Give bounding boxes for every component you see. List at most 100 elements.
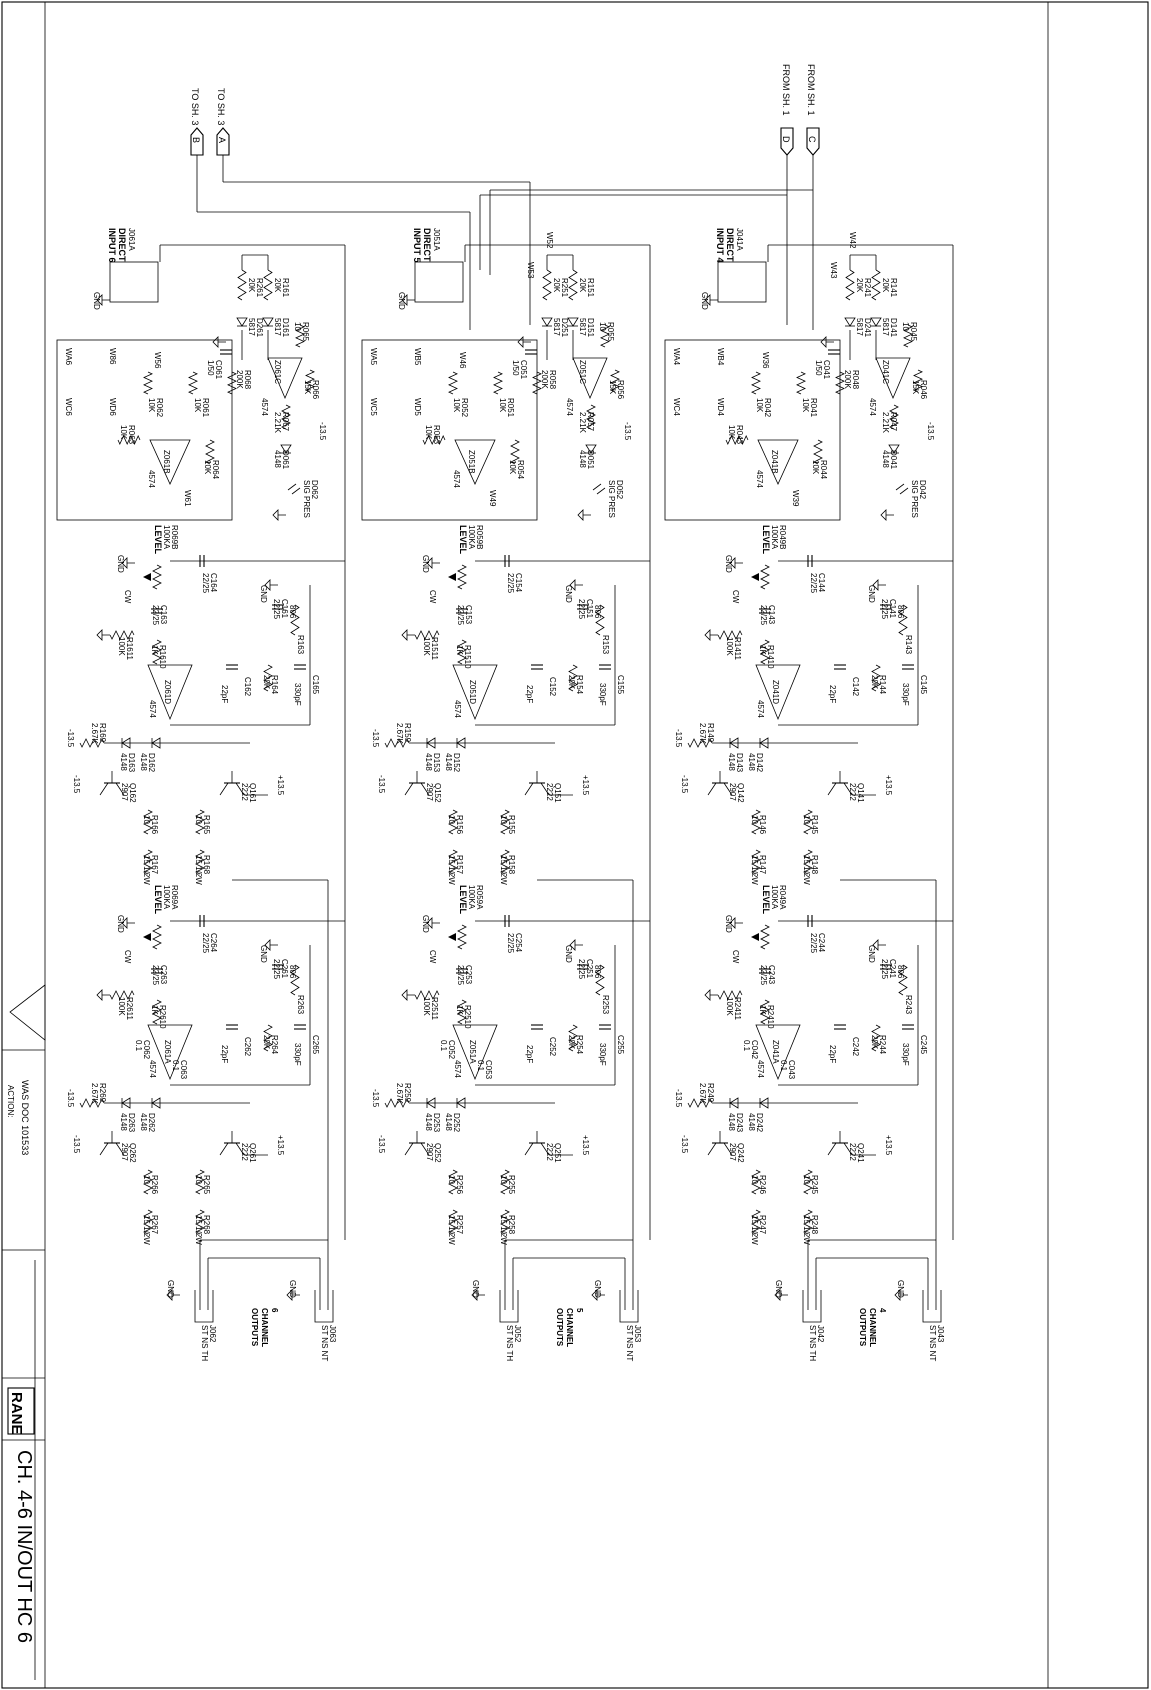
opamp-b	[149, 439, 191, 485]
c-comp-val-b: 22pF	[828, 685, 837, 703]
opamp-out-ref-b: Z041D	[771, 680, 780, 704]
resistor-gain-a	[263, 1024, 273, 1052]
r-h-ref: R042	[763, 398, 772, 418]
r-gain-val-b: 20K	[567, 675, 576, 690]
r-i-ref: R043	[735, 425, 744, 445]
level-pot-val-b: 100KA	[770, 525, 779, 550]
level-pot-a-wiper-icon	[751, 933, 759, 941]
level-label-b: LEVEL	[761, 525, 771, 555]
title-block: ACTION: WAS DOC 101533 RANE CH. 4-6 IN/O…	[2, 984, 46, 1680]
resistor-bias2-b	[79, 738, 105, 748]
ground-icon	[96, 989, 110, 1001]
opamp-out-ref-b: Z061D	[163, 680, 172, 704]
r-emit1-val-b: 10	[499, 815, 508, 824]
opamp-b	[454, 439, 496, 485]
opamp-out-b	[755, 664, 801, 721]
r-h-val: 10K	[147, 398, 156, 413]
q-npn-val-b: 2222	[240, 783, 249, 801]
r-i-ref: R053	[432, 425, 441, 445]
output-jack-nt-ref: J063	[328, 1325, 337, 1343]
r-j-val: 10K	[508, 460, 517, 475]
c12-ref: C053	[484, 1060, 493, 1080]
c12-val: 0.1	[171, 1060, 180, 1072]
r-out1-ref-a: R248	[810, 1215, 819, 1235]
r-j-ref: R054	[516, 460, 525, 480]
c-comp-val-a: 22pF	[220, 1045, 229, 1063]
c-comp-ref-b: C152	[548, 677, 557, 697]
was-doc: WAS DOC 101533	[20, 1080, 30, 1155]
to-sheet-a: TO SH. 3	[216, 88, 226, 125]
jumper-w6: W49	[488, 490, 497, 507]
r-bias2-ref-a: R269	[98, 1083, 107, 1103]
gnd-label: GND	[259, 945, 268, 963]
cw-label-b: CW	[731, 590, 740, 604]
r-out2-val-b: 15 1/2W	[447, 855, 456, 885]
r-emit1-val-a: 10	[194, 1175, 203, 1184]
gnd-label: GND	[774, 1280, 783, 1298]
transistor-npn-a-lead-b	[235, 1142, 245, 1156]
resistor-f	[889, 404, 899, 430]
ground-icon	[774, 1289, 788, 1301]
cw-label-b: CW	[428, 590, 437, 604]
r-out1-val-b: 15 1/2W	[802, 855, 811, 885]
r-emit1-ref-a: R255	[507, 1175, 516, 1195]
r-fb-val-b: 806	[288, 605, 297, 619]
r-d-ref: R066	[311, 380, 320, 400]
d7-ref: D041	[889, 450, 898, 470]
r-j-val: 10K	[203, 460, 212, 475]
level-pot-a-wiper-icon	[448, 933, 456, 941]
gnd-label: GND	[564, 585, 573, 603]
transistor-npn-a-lead-a	[524, 1142, 534, 1156]
q-pnp-ref-b: Q162	[128, 783, 137, 803]
r-c-val: 10	[293, 322, 302, 331]
outputs-title-num: 4	[878, 1308, 887, 1313]
r-out2-ref-b: R157	[455, 855, 464, 875]
opamp-c	[572, 357, 608, 400]
jumper-w1: W56	[153, 352, 162, 369]
r-b-val: 20K	[855, 278, 864, 293]
r-i-val: 10K	[119, 425, 128, 440]
sig-led-ref: D062	[310, 480, 319, 500]
level-pot-b-wiper-icon	[143, 573, 151, 581]
d-out2-ref-a: D253	[432, 1113, 441, 1133]
connector-b-label: B	[191, 137, 201, 143]
neg-supply-label: -13.5	[371, 1089, 380, 1108]
c-330-val-a: 330pF	[598, 1043, 607, 1066]
r-emit2-ref-b: R146	[758, 815, 767, 835]
to-sheet-b: TO SH. 3	[190, 88, 200, 125]
input-jack-ref: J041A	[735, 228, 744, 251]
c-fb-ref-a: C261	[280, 959, 289, 979]
r-series-val-a: 1K	[455, 1005, 464, 1015]
diode-d7	[280, 444, 292, 454]
jumper-w1: W46	[458, 352, 467, 369]
gnd-label: GND	[724, 555, 733, 573]
neg-supply-label: -13.5	[377, 775, 386, 794]
r-emit2-val-a: 10	[750, 1175, 759, 1184]
resistor-emit1-b	[803, 809, 813, 835]
r-j-val: 10K	[811, 460, 820, 475]
transistor-pnp-b-lead-a	[404, 782, 414, 796]
r-emit2-val-b: 10	[750, 815, 759, 824]
resistor-b	[542, 269, 552, 301]
r-emit1-val-b: 10	[194, 815, 203, 824]
resistor-out1-b	[803, 849, 813, 875]
offsheet-connectors: TO SH. 3 TO SH. 3 B A FROM SH. 1 FROM SH…	[190, 64, 820, 330]
gnd-label: GND	[724, 915, 733, 933]
d-out2-val-a: 4148	[727, 1113, 736, 1131]
r-gain-ref-a: R264	[270, 1035, 279, 1055]
ground-icon	[96, 629, 110, 641]
d-out2-val-b: 4148	[424, 753, 433, 771]
transistor-pnp-a-lead-a	[99, 1142, 109, 1156]
cw-label-b: CW	[123, 590, 132, 604]
r-g-ref: R061	[201, 398, 210, 418]
output-jack-th-val: ST NS TH	[808, 1325, 817, 1361]
neg-supply-label: -13.5	[318, 422, 327, 441]
r-f-ref: R047	[889, 412, 898, 432]
d-out1-ref-b: D152	[452, 753, 461, 773]
cw-label-a: CW	[428, 950, 437, 964]
resistor-fb-a	[898, 964, 908, 996]
transistor-pnp-b-lead-b	[115, 782, 125, 796]
r-h-ref: R052	[460, 398, 469, 418]
neg-supply-label: -13.5	[623, 422, 632, 441]
q-pnp-val-a: 2907	[425, 1143, 434, 1161]
